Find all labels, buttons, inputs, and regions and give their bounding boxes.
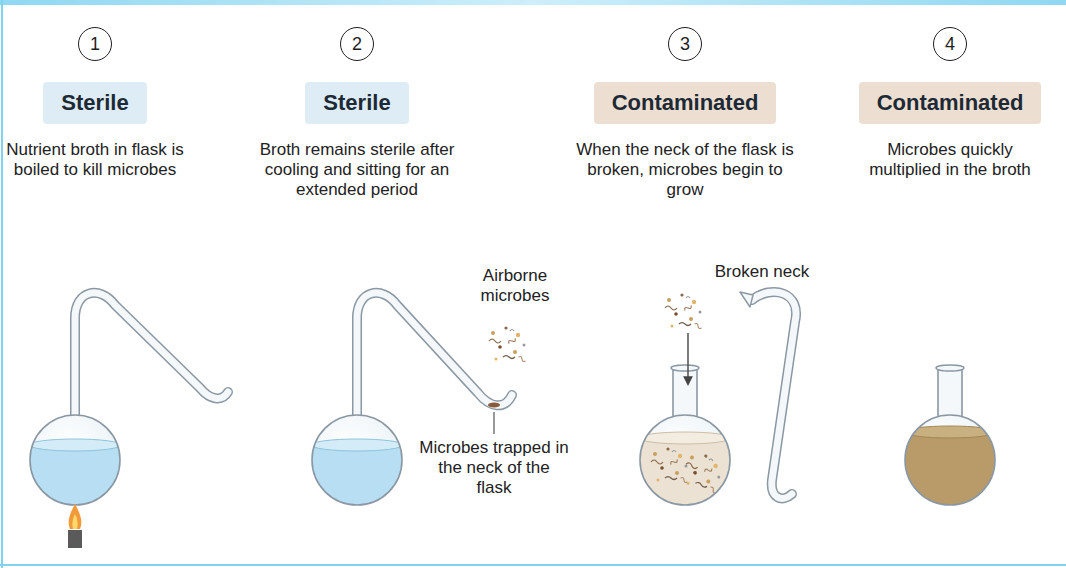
burner <box>68 504 82 548</box>
flame-core <box>72 514 77 529</box>
leader-line <box>494 412 495 434</box>
neck-piece <box>752 292 796 498</box>
microbes-in-broth <box>651 447 688 483</box>
step-description: When the neck of the flask is broken, mi… <box>570 140 800 200</box>
trapped-microbes <box>488 402 500 407</box>
step-number: 3 <box>668 27 702 61</box>
broth-surface <box>311 439 403 451</box>
status-text: Contaminated <box>877 90 1024 116</box>
step-description: Broth remains sterile after cooling and … <box>242 140 472 200</box>
status-box: Contaminated <box>594 82 777 124</box>
callout-number: 3 <box>680 34 690 55</box>
swan-neck-flask <box>25 293 228 515</box>
broth <box>635 438 735 518</box>
broth <box>900 432 1000 522</box>
flask-neck <box>75 293 228 420</box>
callout-number: 2 <box>352 34 362 55</box>
flask-outline <box>905 415 995 505</box>
step-number: 2 <box>340 27 374 61</box>
part-label: Broken neck <box>702 262 822 282</box>
broken-neck <box>740 292 796 498</box>
broth-surface <box>639 432 731 444</box>
microbes-in-broth <box>681 450 726 494</box>
open-flask <box>900 365 1000 522</box>
airborne-microbes <box>665 293 702 329</box>
broth-surface <box>29 439 121 451</box>
flask-neck <box>357 293 512 420</box>
step-number: 1 <box>78 27 112 61</box>
callout-number: 4 <box>945 34 955 55</box>
part-label: Airborne microbes <box>465 266 565 306</box>
status-box: Sterile <box>305 82 408 124</box>
step-description: Microbes quickly multiplied in the broth <box>865 140 1035 180</box>
fall-arrow <box>687 333 688 384</box>
neck-join <box>685 425 686 431</box>
status-text: Sterile <box>323 90 390 116</box>
flask-neck <box>357 293 512 420</box>
step-description: Nutrient broth in flask is boiled to kil… <box>3 140 188 180</box>
open-flask <box>635 365 735 518</box>
burner-base <box>68 530 82 548</box>
flask-outline <box>30 415 120 505</box>
frame-line <box>1 0 3 568</box>
flask-lip <box>936 365 964 371</box>
flame <box>69 504 82 529</box>
broken-end <box>740 292 753 307</box>
status-box: Contaminated <box>859 82 1042 124</box>
flask-outline <box>312 415 402 505</box>
status-text: Sterile <box>61 90 128 116</box>
flask-lip <box>671 365 699 371</box>
airborne-microbes <box>489 326 526 362</box>
frame-line <box>0 564 1066 566</box>
flask-neck <box>75 293 228 420</box>
part-label: Microbes trapped in the neck of the flas… <box>419 438 569 498</box>
top-band <box>0 0 1066 5</box>
callout-number: 1 <box>90 34 100 55</box>
status-text: Contaminated <box>612 90 759 116</box>
status-box: Sterile <box>43 82 146 124</box>
flask-outline <box>640 415 730 505</box>
step-number: 4 <box>933 27 967 61</box>
neck-piece <box>752 292 796 498</box>
